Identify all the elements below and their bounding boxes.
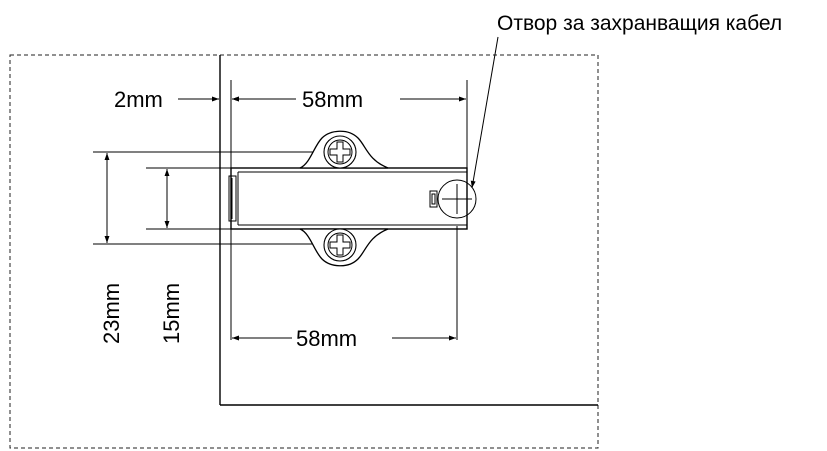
door-panel-outline [9,54,599,449]
cable-hole-callout: Отвор за захранващия кабел [470,12,782,189]
dim-top-width: 58mm [232,87,466,112]
dim-inner-height: 15mm [159,169,184,344]
bottom-mounting-ear [299,228,389,267]
outer-height-label: 23mm [99,283,124,344]
extension-lines [93,80,468,340]
inner-height-label: 15mm [159,283,184,344]
phillips-screw-icon [323,228,357,262]
bottom-width-label: 58mm [296,326,357,351]
phillips-screw-icon [323,135,357,169]
dim-bottom-width: 58mm [232,326,456,351]
push-latch-body [228,167,468,230]
gap-label: 2mm [114,87,163,112]
latch-slot [429,190,438,208]
cable-hole-icon [437,179,477,219]
callout-label: Отвор за захранващия кабел [497,12,782,35]
dim-outer-height: 23mm [99,153,124,344]
cabinet-panel [219,55,598,406]
top-width-label: 58mm [302,87,363,112]
top-mounting-ear [299,130,389,169]
